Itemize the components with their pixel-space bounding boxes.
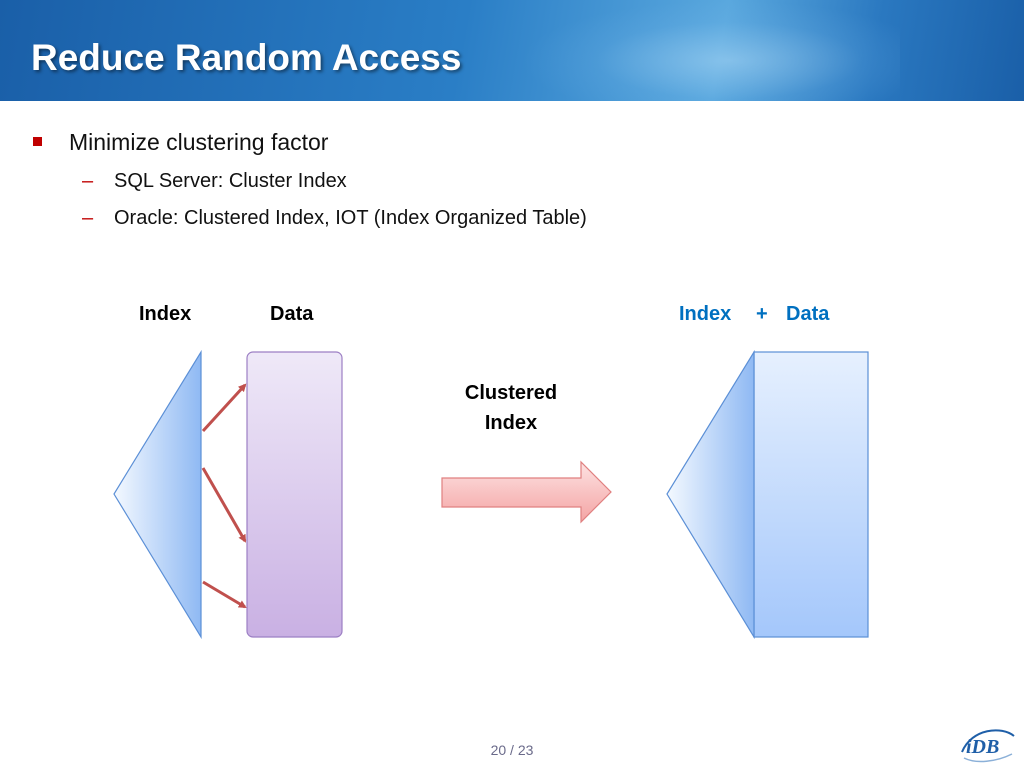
slide-title: Reduce Random Access [31,37,462,78]
bullet-square-icon [33,137,42,146]
random-access-arrow [201,383,247,433]
index-triangle-left [113,349,202,640]
logo-text: iDB [966,736,999,758]
title-bar-glow [520,0,900,101]
random-access-arrow [202,580,247,609]
label-data-left: Data [270,303,314,325]
page-number: 20 / 23 [490,742,534,758]
title-bar: Reduce Random Access [0,0,1024,101]
sub-bullet-marker: – [82,170,94,192]
bullet-main: Minimize clustering factor [69,129,329,155]
clustered-caption-line1: Clustered [464,382,558,404]
clustered-index-block-arrow [441,460,612,524]
sub-bullet-marker: – [82,207,94,229]
sub-bullet-oracle: Oracle: Clustered Index, IOT (Index Orga… [114,207,587,229]
index-triangle-right [666,349,755,640]
clustered-index-caption: Clustered Index [440,378,582,438]
combined-data-block [753,351,869,638]
sub-bullet-sql-server: SQL Server: Cluster Index [114,170,347,192]
label-plus: + [756,303,768,325]
random-access-arrow [201,467,247,543]
idb-logo-icon: iDB [961,729,1015,763]
label-data-right: Data [786,303,830,325]
label-index-left: Index [139,303,192,325]
data-block [246,351,343,638]
label-index-right: Index [679,303,732,325]
clustered-caption-line2: Index [484,412,538,434]
